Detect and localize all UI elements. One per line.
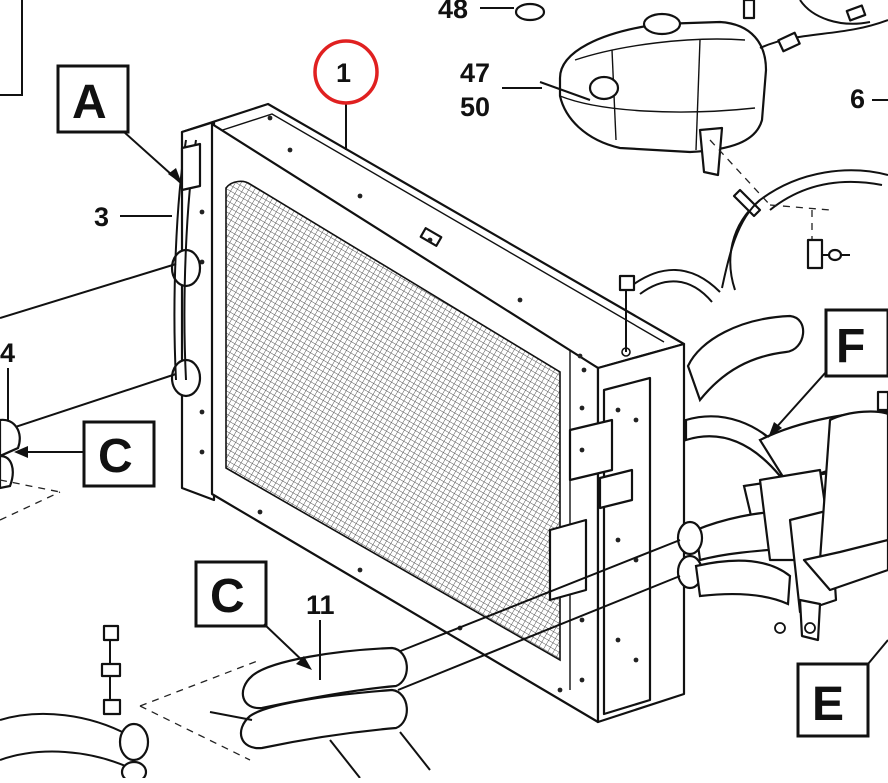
callout-50: 50 [460,92,490,122]
callout-1-highlight: 1 [313,39,379,105]
view-label-c-lower: C [210,570,245,623]
view-label-e: E [812,678,844,731]
callout-47: 47 [460,58,490,88]
right-hoses [676,314,888,642]
view-box-e: E [796,639,888,738]
callout-4: 4 [0,338,15,368]
partial-frame-top-left [0,0,23,96]
radiator-assembly [170,102,686,724]
vent-line [618,199,761,352]
lower-hoses [0,539,681,783]
left-hoses [0,263,177,521]
highlight-circle [313,39,379,105]
view-label-f: F [836,320,865,373]
view-box-a: A [56,64,183,185]
view-label-a: A [72,76,107,129]
view-box-c-lower: C [194,560,312,670]
view-box-c-upper: C [14,420,156,488]
view-label-c-upper: C [98,430,133,483]
callout-11: 11 [306,590,335,620]
callout-3: 3 [94,202,109,232]
callout-48: 48 [438,0,468,24]
view-box-f: F [768,308,888,438]
expansion-tank [514,2,768,177]
sensor-wiring [709,0,888,291]
callout-1: 1 [336,58,351,88]
callout-6: 6 [850,84,865,114]
leader-lines [7,7,888,680]
